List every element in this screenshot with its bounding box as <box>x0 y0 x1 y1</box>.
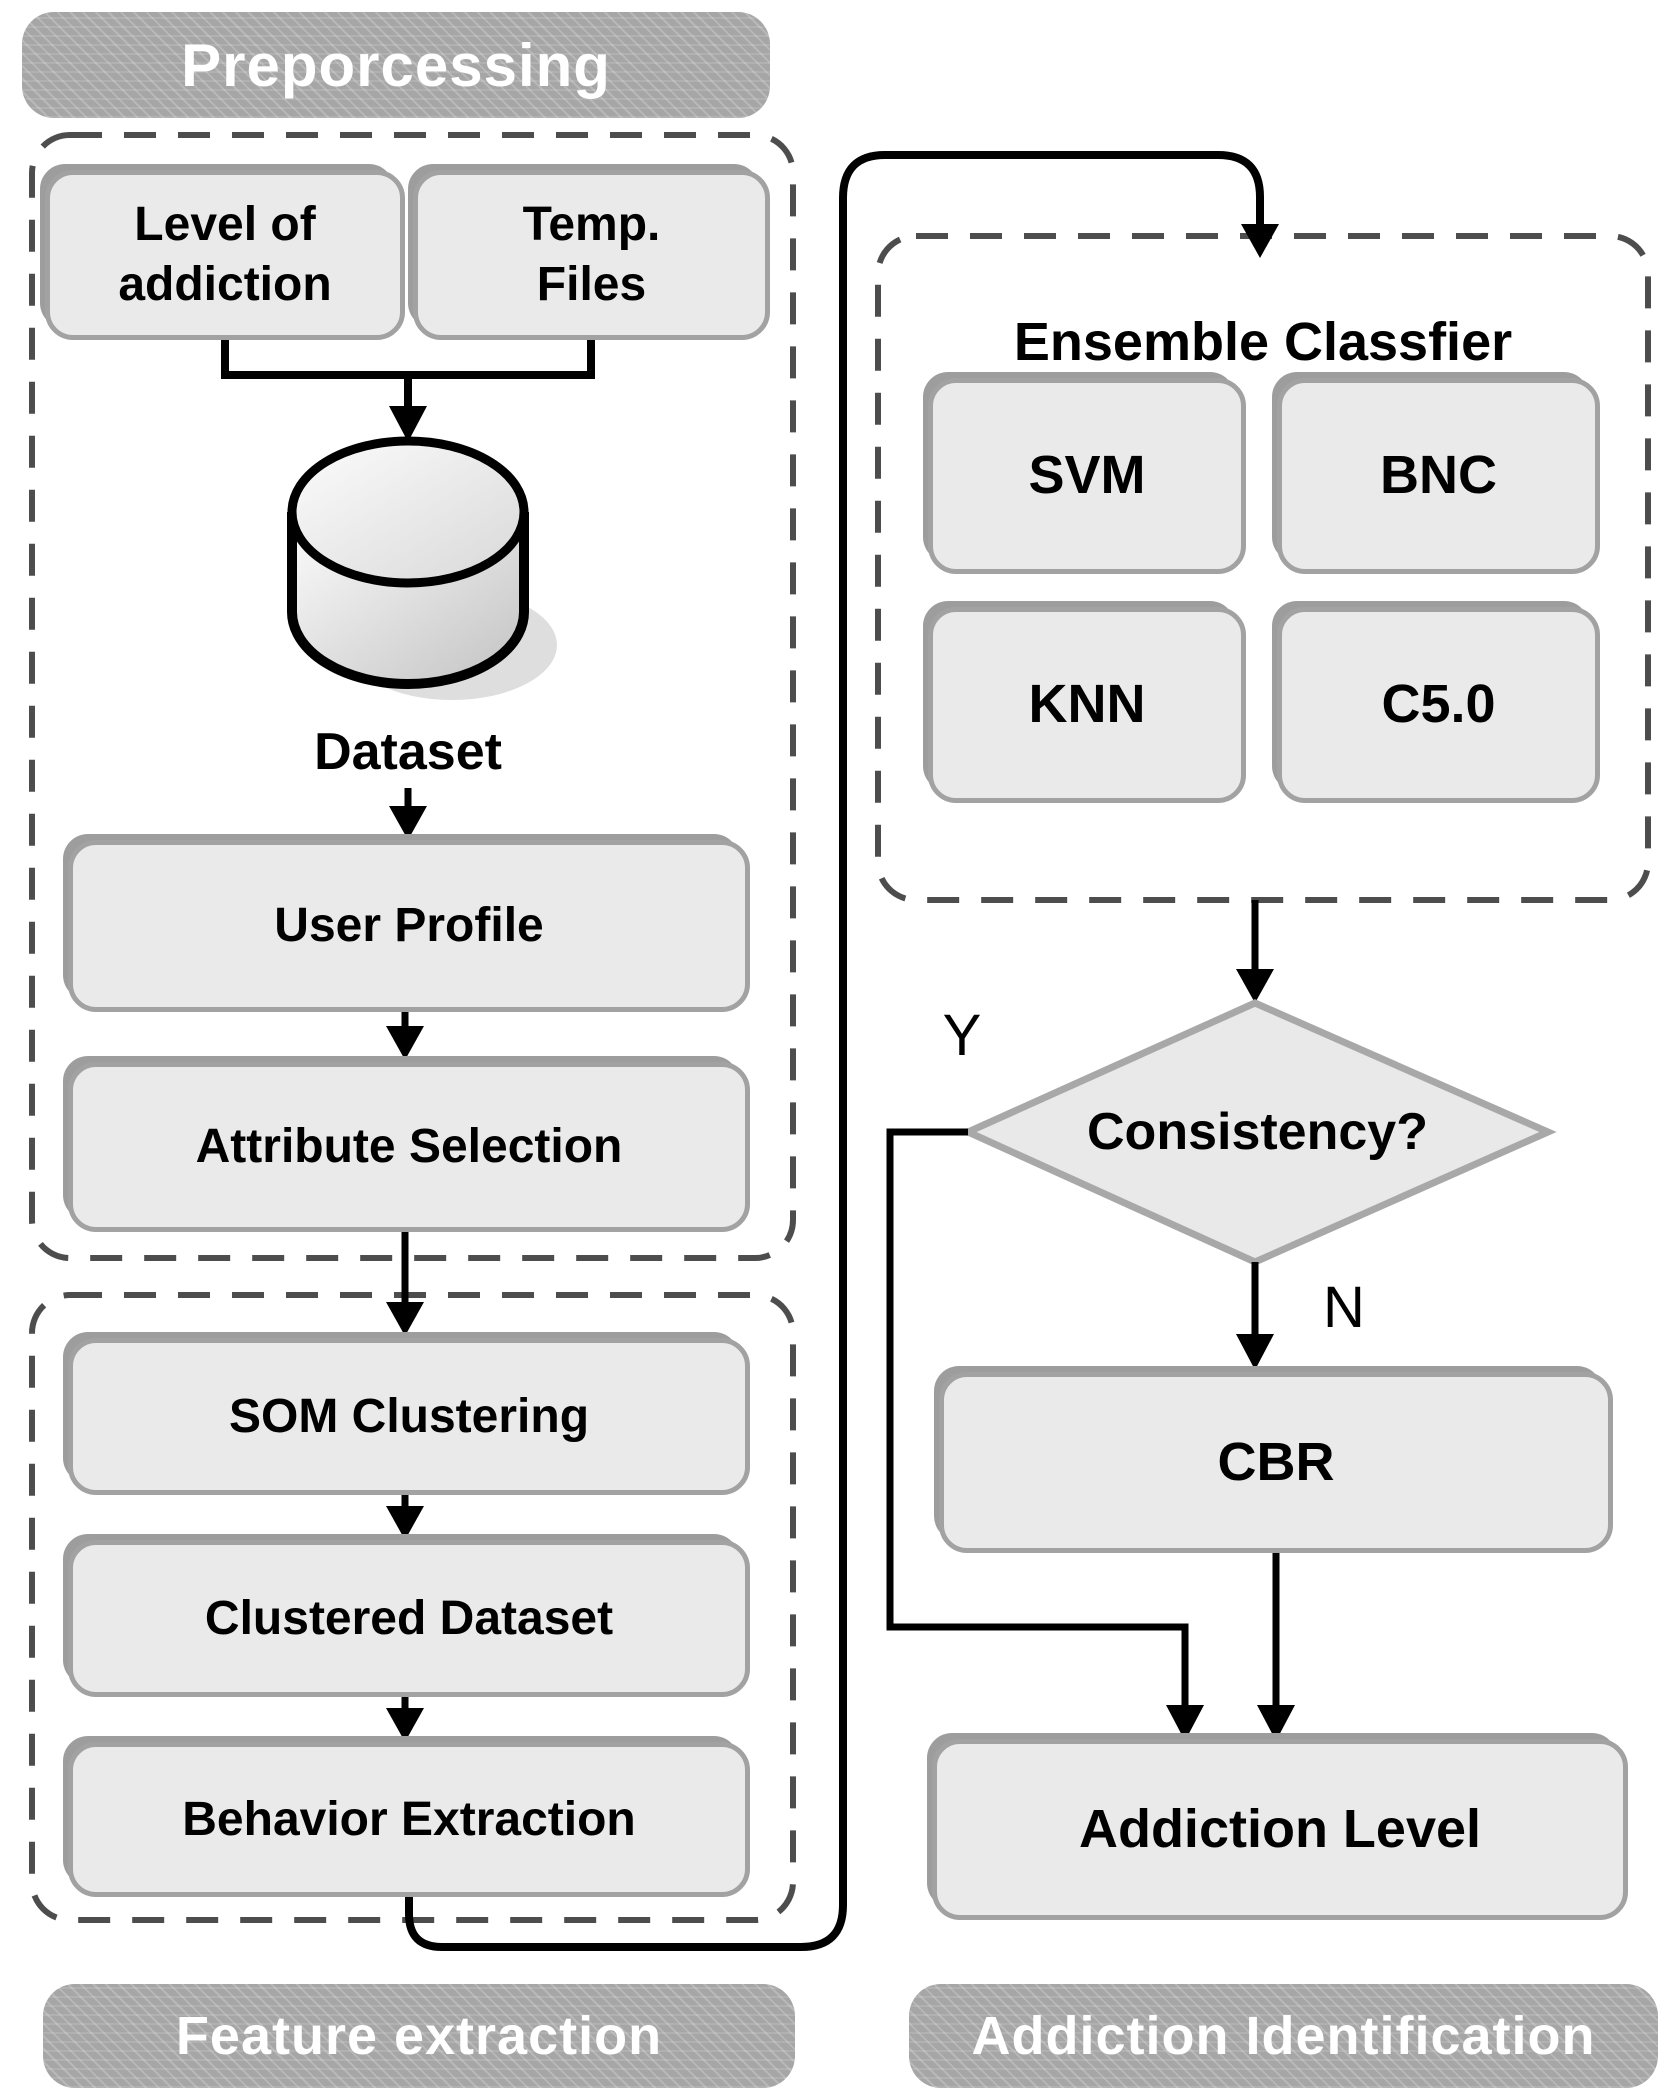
preprocessing-dashed-container <box>29 132 796 1261</box>
arrowhead-yes-to-addiction <box>1166 1705 1204 1741</box>
arrowhead-ensemble-to-consistency <box>1236 969 1274 1003</box>
node-clustered-dataset: Clustered Dataset <box>68 1540 750 1697</box>
source-join-connector <box>221 338 595 379</box>
section-header-addiction-identification: Addiction Identification <box>909 1984 1658 2088</box>
dataset-label-text: Dataset <box>314 723 502 781</box>
node-behavior-extraction: Behavior Extraction <box>68 1742 750 1897</box>
dataset-label: Dataset <box>258 722 558 782</box>
node-level-of-addiction-line1: Level of <box>134 198 316 251</box>
node-bnc-label: BNC <box>1380 445 1497 506</box>
arrowhead-consistency-to-cbr <box>1236 1334 1274 1370</box>
consistency-diamond-label-text: Consistency? <box>1087 1103 1428 1161</box>
section-header-preprocessing-label: Preporcessing <box>181 31 611 99</box>
node-temp-files: Temp. Files <box>413 170 770 340</box>
node-svm: SVM <box>928 378 1246 574</box>
node-behavior-extraction-label: Behavior Extraction <box>182 1792 636 1846</box>
arrowhead-join-to-dataset <box>389 406 427 442</box>
section-header-addiction-identification-label: Addiction Identification <box>971 2006 1596 2066</box>
arrowhead-cbr-to-addiction <box>1257 1705 1295 1741</box>
node-som-clustering: SOM Clustering <box>68 1338 750 1495</box>
node-som-clustering-label: SOM Clustering <box>228 1389 590 1443</box>
consistency-diamond-label: Consistency? <box>1000 1100 1515 1164</box>
node-temp-files-line1: Temp. <box>522 198 661 251</box>
branch-label-no: N <box>1312 1272 1376 1342</box>
feedback-behavior-to-ensemble <box>405 151 1264 1951</box>
node-level-of-addiction: Level of addiction <box>45 170 405 340</box>
node-addiction-level: Addiction Level <box>932 1739 1628 1920</box>
yes-branch-consistency-to-addiction <box>886 1128 1189 1705</box>
node-level-of-addiction-line2: addiction <box>118 258 332 311</box>
arrowhead-attribute-to-som <box>386 1302 424 1336</box>
section-header-preprocessing: Preporcessing <box>22 12 770 118</box>
database-cylinder-icon <box>287 436 557 700</box>
node-knn-label: KNN <box>1028 674 1146 735</box>
branch-label-yes-text: Y <box>942 1002 982 1068</box>
node-c5-0: C5.0 <box>1277 607 1600 803</box>
node-attribute-selection-label: Attribute Selection <box>195 1120 623 1173</box>
node-addiction-level-label: Addiction Level <box>1078 1798 1482 1859</box>
node-cbr-label: CBR <box>1217 1431 1335 1492</box>
node-cbr: CBR <box>939 1372 1613 1553</box>
node-attribute-selection: Attribute Selection <box>68 1062 750 1232</box>
arrowhead-clustered-to-behavior <box>386 1708 424 1742</box>
arrowhead-som-to-clustered <box>386 1506 424 1540</box>
arrowhead-userprofile-to-attribute <box>386 1026 424 1060</box>
node-svm-label: SVM <box>1028 445 1146 506</box>
branch-label-no-text: N <box>1323 1274 1365 1340</box>
node-c5-0-label: C5.0 <box>1381 674 1496 735</box>
ensemble-classifier-title-text: Ensemble Classfier <box>1013 312 1513 372</box>
section-header-feature-extraction: Feature extraction <box>43 1984 795 2088</box>
node-clustered-dataset-label: Clustered Dataset <box>204 1591 614 1645</box>
node-knn: KNN <box>928 607 1246 803</box>
ensemble-classifier-title: Ensemble Classfier <box>908 310 1618 374</box>
node-bnc: BNC <box>1277 378 1600 574</box>
node-user-profile-label: User Profile <box>274 899 544 952</box>
node-temp-files-line2: Files <box>536 258 647 311</box>
cylinder-top <box>287 436 529 588</box>
arrowhead-feedback-to-ensemble <box>1241 224 1279 258</box>
node-user-profile: User Profile <box>68 840 750 1012</box>
section-header-feature-extraction-label: Feature extraction <box>175 2006 663 2066</box>
branch-label-yes: Y <box>930 1000 994 1070</box>
arrowhead-dataset-to-userprofile <box>389 806 427 840</box>
